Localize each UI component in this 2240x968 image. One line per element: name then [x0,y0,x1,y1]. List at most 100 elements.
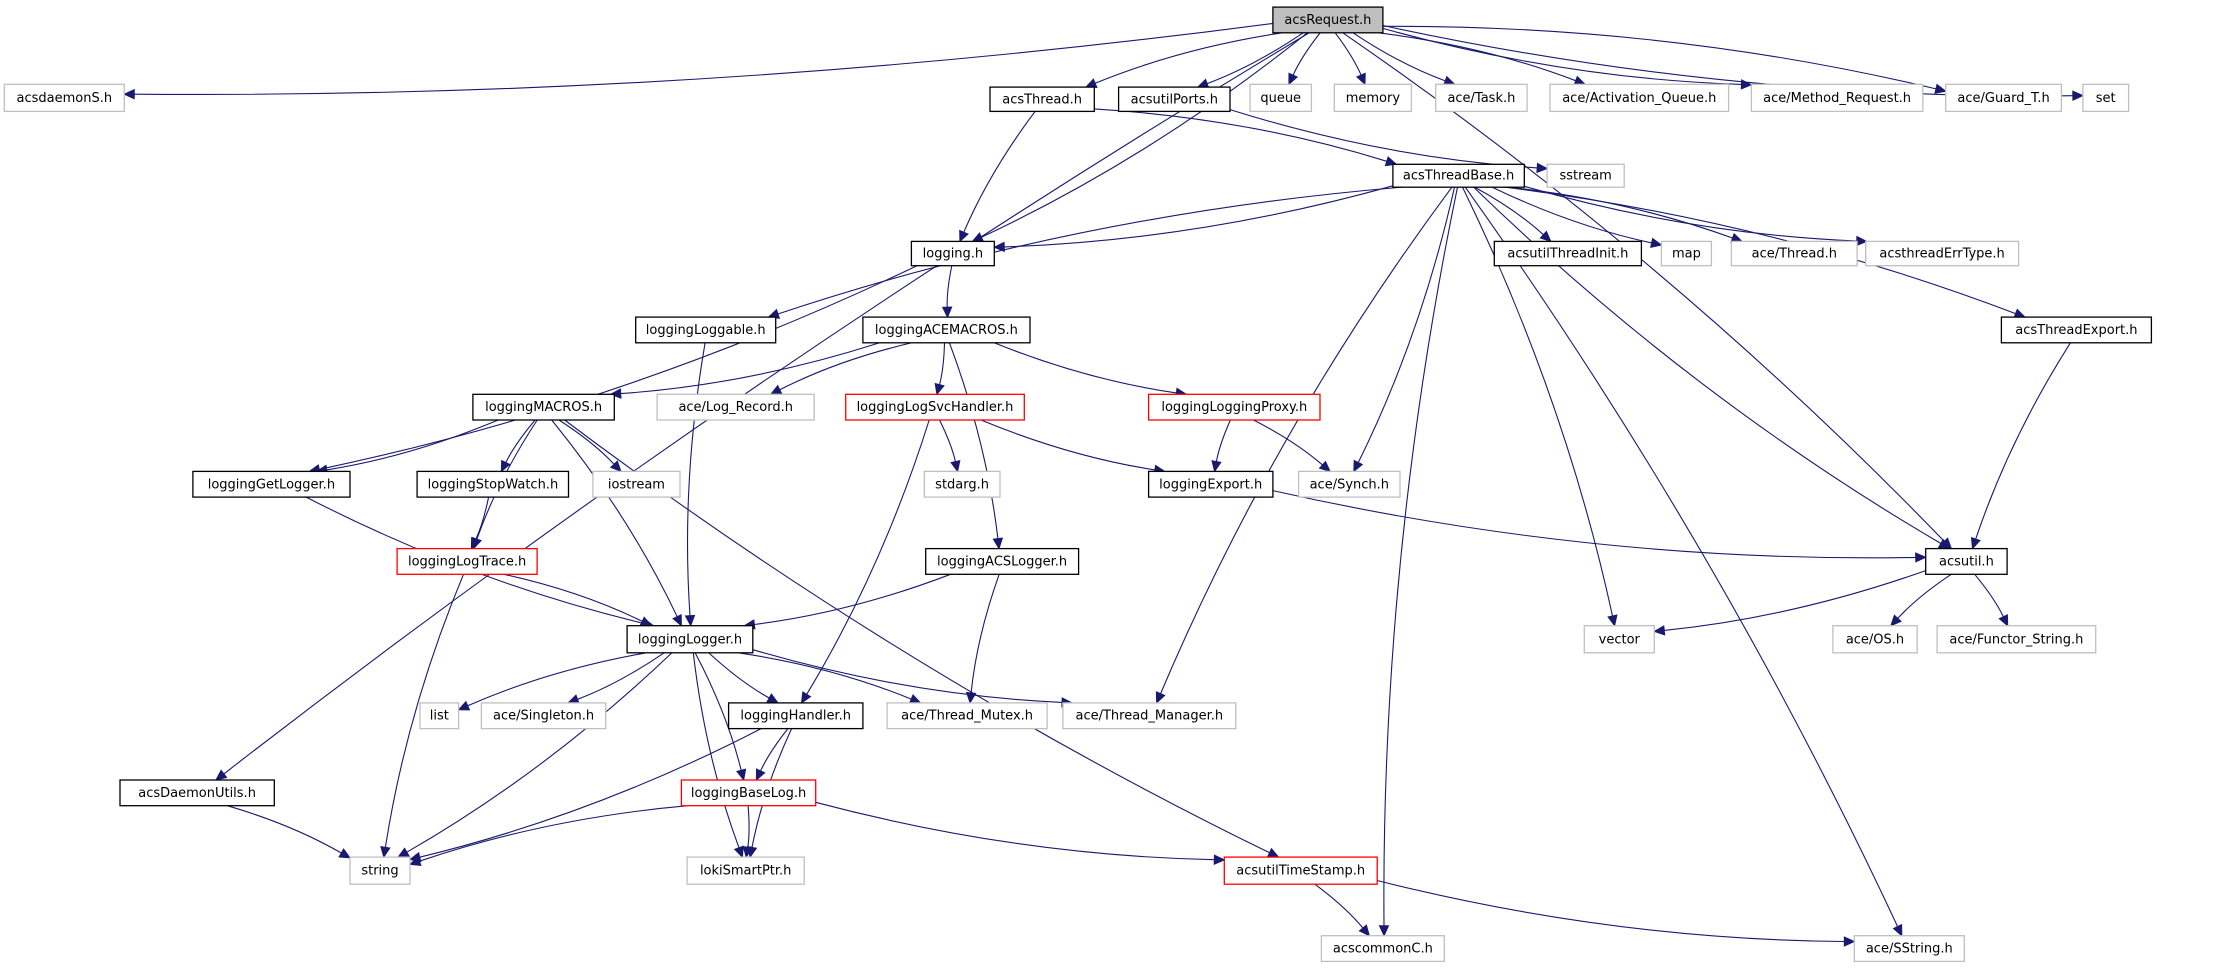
node-loggingHandler[interactable]: loggingHandler.h [727,702,864,730]
node-loggingMACROS[interactable]: loggingMACROS.h [472,393,615,421]
edge-line [134,22,1273,96]
edge-line [1379,32,1576,82]
edge-line [938,342,946,385]
edge-line [752,649,1063,703]
edge-acsThread-to-acsThreadBase [1094,108,1398,167]
node-label: string [361,864,398,879]
node-logging[interactable]: logging.h [910,240,995,267]
node-box [862,316,1031,344]
edge-line [319,265,918,470]
edge-line [1974,573,2004,617]
edge-line [806,419,930,695]
node-acsDaemonUtils[interactable]: acsDaemonUtils.h [119,779,275,807]
node-aceSString: ace/SString.h [1853,935,1965,963]
node-loggingLoggable[interactable]: loggingLoggable.h [635,316,777,344]
edge-line [970,574,1000,693]
node-label: loggingMACROS.h [485,400,602,415]
node-acsutilThreadInit[interactable]: acsutilThreadInit.h [1493,240,1643,267]
node-loggingLoggingProxy[interactable]: loggingLoggingProxy.h [1147,393,1321,421]
arrowhead-icon [1155,691,1166,705]
edge-line [1352,32,1446,82]
node-acsThread[interactable]: acsThread.h [989,86,1095,113]
edge-line [1975,342,2071,540]
node-loggingACEMACROS[interactable]: loggingACEMACROS.h [862,316,1031,344]
edge-line [1229,109,1538,169]
edge-line [939,419,956,462]
edge-line [739,652,912,700]
arrowhead-icon [1353,459,1364,473]
arrowhead-icon [1539,230,1552,243]
node-loggingACSLogger[interactable]: loggingACSLogger.h [925,547,1080,575]
node-aceTask: ace/Task.h [1435,83,1528,113]
node-loggingLogSvcHandler[interactable]: loggingLogSvcHandler.h [845,393,1025,421]
arrowhead-icon [380,845,391,859]
node-acsThreadExport[interactable]: acsThreadExport.h [2000,316,2153,344]
node-aceThread: ace/Thread.h [1730,240,1858,267]
node-acsThreadBase[interactable]: acsThreadBase.h [1392,163,1525,188]
edge-line [1094,32,1282,84]
edge-loggingBaseLog-to-acsutilTimeStamp [815,801,1226,865]
node-label: queue [1260,91,1301,106]
edge-line [227,805,342,854]
node-label: acsutilTimeStamp.h [1236,864,1365,879]
node-label: ace/Guard_T.h [1957,91,2049,106]
node-aceThreadManager: ace/Thread_Manager.h [1062,702,1237,730]
arrowhead-icon [338,848,352,859]
edge-line [1215,419,1231,462]
node-box [396,547,538,575]
node-box [1147,393,1321,421]
node-label: stdarg.h [935,477,989,492]
node-acsdaemonS: acsdaemonS.h [3,83,125,113]
node-label: lokiSmartPtr.h [700,864,792,879]
node-box [1333,83,1413,113]
edge-line [1473,186,1942,544]
node-box [923,470,1001,498]
edge-line [754,573,951,626]
node-acscommonC: acscommonC.h [1320,935,1445,963]
arrowhead-icon [1355,72,1366,86]
node-loggingLogTrace[interactable]: loggingLogTrace.h [396,547,538,575]
node-label: acscommonC.h [1333,942,1433,957]
edge-line [384,574,465,848]
node-loggingBaseLog[interactable]: loggingBaseLog.h [680,779,817,807]
node-loggingGetLogger[interactable]: loggingGetLogger.h [192,470,351,498]
node-box [1272,6,1384,34]
node-acsRequest[interactable]: acsRequest.h [1272,6,1384,34]
node-label: memory [1346,91,1401,106]
arrowhead-icon [1970,536,1981,550]
edge-line [1272,490,1916,559]
node-acsutil[interactable]: acsutil.h [1925,547,2008,575]
edge-loggingLogger-to-list [457,652,646,711]
node-loggingExport[interactable]: loggingExport.h [1147,470,1274,498]
node-acsutilTimeStamp[interactable]: acsutilTimeStamp.h [1223,856,1378,885]
node-box [886,702,1048,730]
arrowhead-icon [992,537,1004,550]
node-box [592,470,681,498]
arrowhead-icon [1318,460,1332,473]
node-acsutilPorts[interactable]: acsutilPorts.h [1117,86,1231,113]
arrowhead-icon [1915,552,1927,563]
arrowhead-icon [993,241,1005,253]
arrowhead-icon [567,694,580,705]
node-loggingStopWatch[interactable]: loggingStopWatch.h [416,470,570,498]
node-label: loggingGetLogger.h [208,477,335,492]
edge-acsRequest-to-acsdaemonS [123,22,1273,100]
node-loggingLogger[interactable]: loggingLogger.h [626,625,754,654]
node-box [480,702,607,730]
node-box [1435,83,1528,113]
node-box [1297,470,1401,498]
edge-loggingLoggingProxy-to-aceSynch [1253,419,1332,473]
edge-loggingACEMACROS-to-loggingLogSvcHandler [934,342,946,396]
edge-acsThreadBase-to-logging [993,185,1394,253]
node-label: acsthreadErrType.h [1879,247,2004,262]
edge-line [1507,186,1733,239]
edge-loggingMACROS-to-loggingStopWatch [500,419,536,473]
node-aceGuardT: ace/Guard_T.h [1945,83,2063,113]
arrowhead-icon [2072,90,2085,101]
node-box [656,393,815,421]
node-set: set [2082,83,2130,113]
edge-acsThread-to-logging [959,111,1036,243]
arrowhead-icon [397,847,410,858]
node-label: ace/OS.h [1846,632,1904,647]
arrowhead-icon [755,768,766,782]
